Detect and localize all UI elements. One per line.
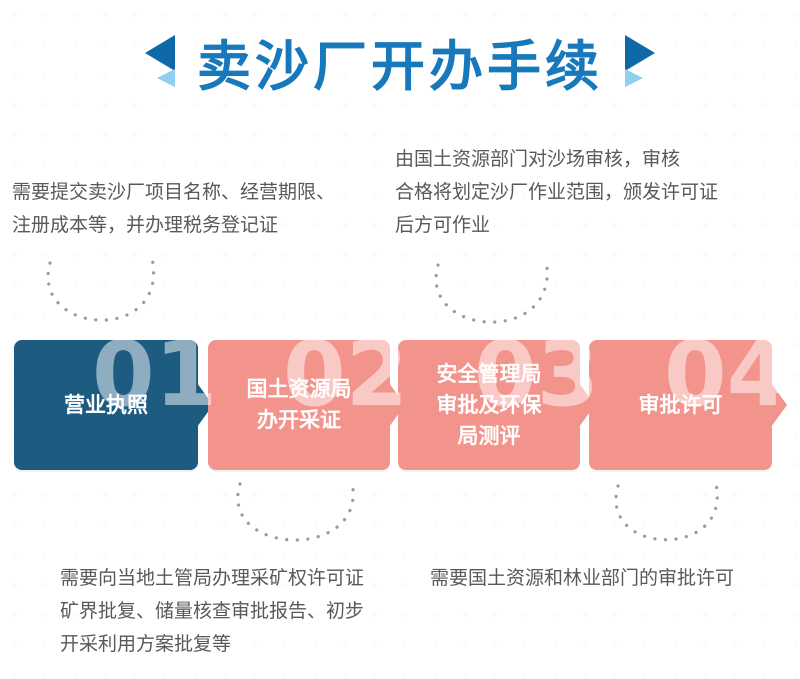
step-label: 国土资源局 办开采证 [246,378,352,432]
step-box-business-license: 营业执照 [14,340,213,470]
step-box-land-resources-permit: 国土资源局 办开采证 [208,340,405,470]
title-bar: 卖沙厂开办手续 [0,24,800,98]
step-label: 安全管理局 审批及环保 局测评 [436,362,542,448]
step-label: 审批许可 [638,393,723,417]
note-bottom-right: 需要国土资源和林业部门的审批许可 [430,568,735,589]
step-box-approval-permit: 审批许可 [589,340,787,470]
title-left-arrow-icon [143,34,177,88]
step-box-safety-environment-review: 安全管理局 审批及环保 局测评 [398,340,595,470]
title-right-arrow-icon [623,34,657,88]
note-bottom-left: 需要向当地土管局办理采矿权许可证 矿界批复、储量核查审批报告、初步 开采利用方案… [60,568,365,655]
note-top-left: 需要提交卖沙厂项目名称、经营期限、 注册成本等，并办理税务登记证 [12,182,336,236]
step-label: 营业执照 [64,393,148,417]
arrow-right-icon [771,383,787,427]
note-top-right: 由国土资源部门对沙场审核，审核 合格将划定沙厂作业范围，颁发许可证 后方可作业 [395,149,719,236]
page-title: 卖沙厂开办手续 [197,36,603,97]
